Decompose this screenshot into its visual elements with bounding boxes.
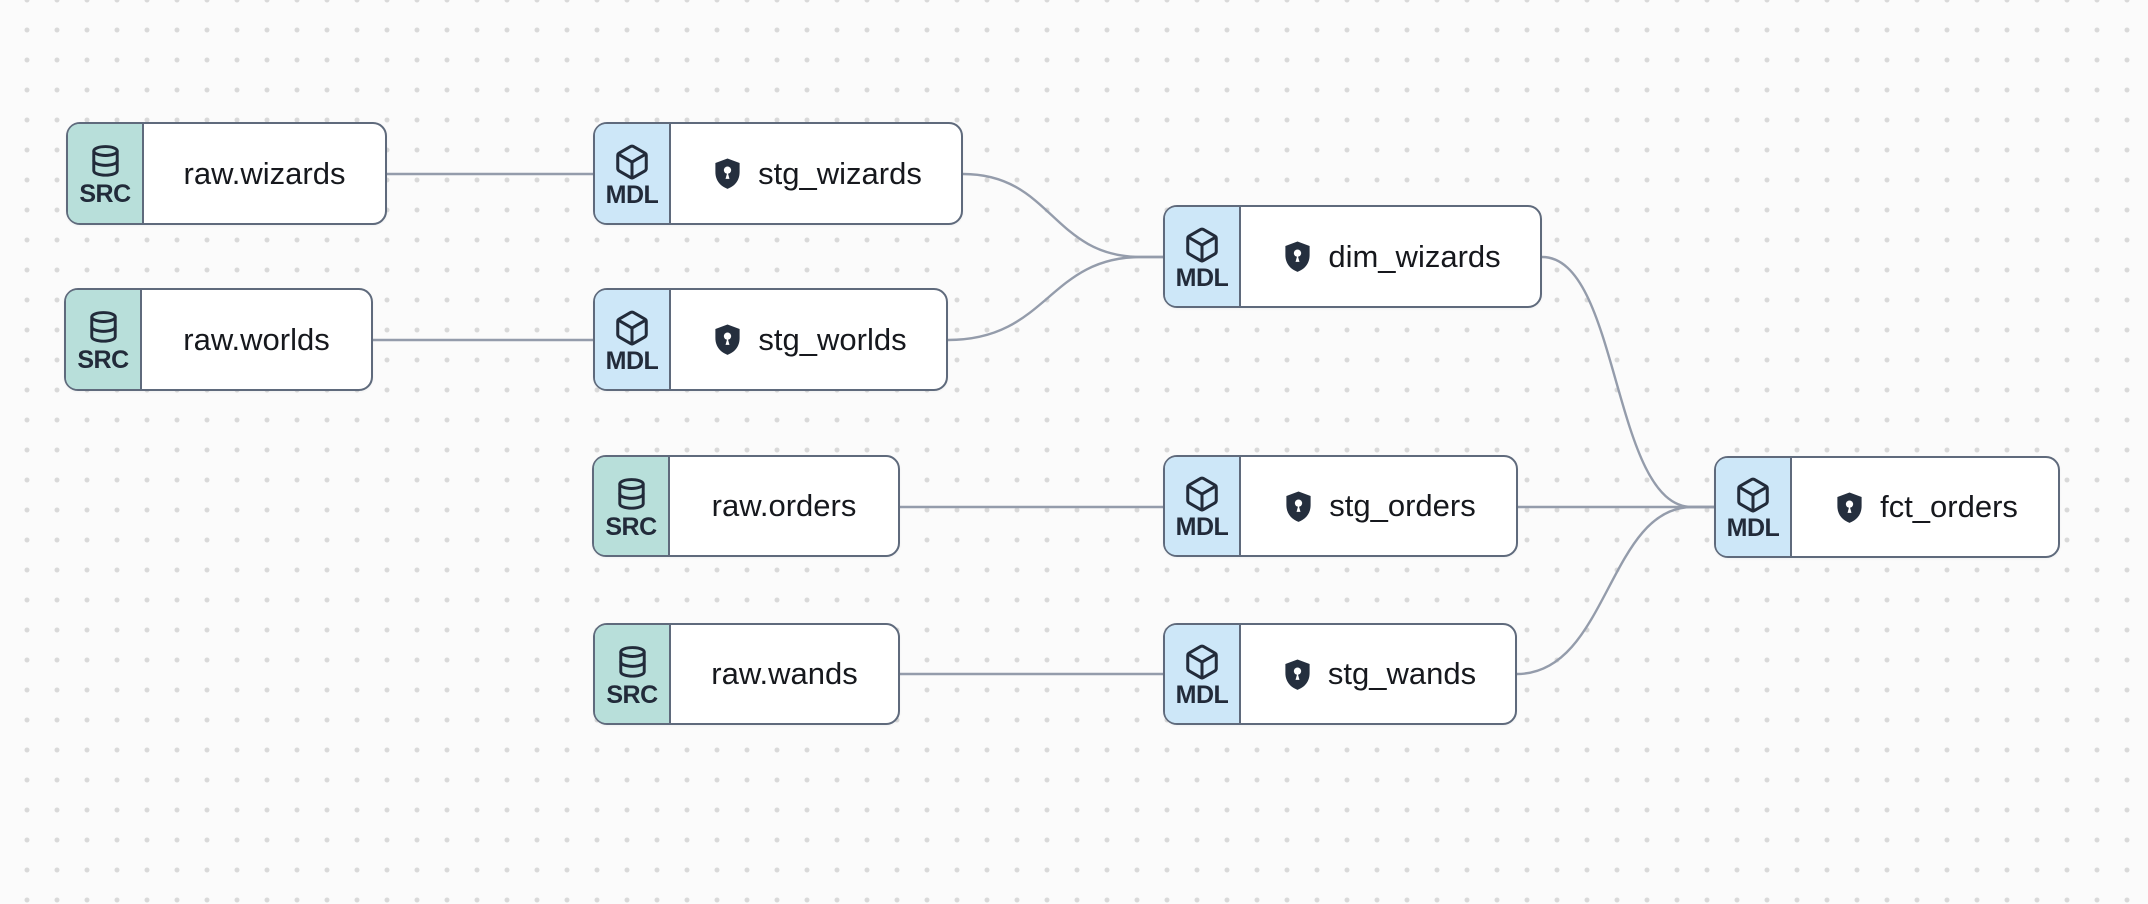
node-body: dim_wizards (1241, 207, 1540, 306)
shield-lock-icon (710, 156, 745, 191)
node-type-badge: SRC (595, 625, 671, 723)
shield-lock-icon (1280, 657, 1315, 692)
database-icon (614, 644, 651, 681)
node-type-badge: MDL (1165, 207, 1241, 306)
node-type-label: SRC (79, 180, 131, 209)
node-type-badge: MDL (595, 124, 671, 223)
node-stg-wizards[interactable]: MDL stg_wizards (593, 122, 963, 225)
node-raw-wizards[interactable]: SRC raw.wizards (66, 122, 387, 225)
shield-lock-icon (710, 322, 745, 357)
cube-icon (1734, 476, 1772, 514)
database-icon (85, 309, 122, 346)
node-type-label: MDL (1175, 681, 1229, 710)
node-body: raw.wands (671, 625, 898, 723)
node-body: fct_orders (1792, 458, 2058, 556)
node-label: stg_wands (1327, 656, 1477, 691)
cube-icon (1183, 475, 1221, 513)
node-raw-wands[interactable]: SRC raw.wands (593, 623, 900, 725)
database-icon (613, 476, 650, 513)
node-label: raw.worlds (183, 321, 330, 357)
node-stg-wands[interactable]: MDL stg_wands (1163, 623, 1517, 725)
node-type-label: SRC (77, 346, 129, 375)
node-type-label: MDL (1175, 263, 1229, 292)
database-icon (87, 143, 124, 180)
node-label: stg_wizards (758, 155, 922, 191)
edge-stg_wands-to-fct_orders (1516, 505, 1714, 676)
node-body: raw.orders (670, 457, 898, 555)
node-type-label: MDL (605, 180, 659, 209)
node-label: fct_orders (1880, 489, 2018, 524)
shield-lock-icon (1280, 239, 1315, 274)
node-body: stg_worlds (671, 290, 946, 389)
cube-icon (1183, 226, 1221, 264)
node-label: raw.wizards (183, 155, 346, 191)
node-type-badge: MDL (1165, 457, 1241, 555)
node-type-badge: SRC (68, 124, 144, 223)
node-label: raw.orders (711, 488, 857, 523)
node-stg-worlds[interactable]: MDL stg_worlds (593, 288, 948, 391)
node-type-label: MDL (605, 346, 659, 375)
node-type-badge: SRC (594, 457, 670, 555)
node-raw-orders[interactable]: SRC raw.orders (592, 455, 900, 557)
node-label: dim_wizards (1328, 238, 1501, 274)
edge-stg_worlds-to-dim_wizards (947, 255, 1163, 342)
edge-dim_wizards-to-fct_orders (1541, 255, 1714, 509)
node-body: raw.worlds (142, 290, 371, 389)
node-body: stg_orders (1241, 457, 1516, 555)
node-raw-worlds[interactable]: SRC raw.worlds (64, 288, 373, 391)
edge-stg_wizards-to-dim_wizards (962, 172, 1163, 259)
node-type-label: SRC (605, 512, 657, 541)
node-type-badge: MDL (1165, 625, 1241, 723)
node-label: stg_orders (1329, 488, 1476, 523)
cube-icon (613, 143, 651, 181)
node-body: raw.wizards (144, 124, 385, 223)
shield-lock-icon (1832, 490, 1867, 525)
node-type-badge: MDL (595, 290, 671, 389)
node-type-badge: MDL (1716, 458, 1792, 556)
node-type-label: MDL (1726, 514, 1780, 543)
shield-lock-icon (1281, 489, 1316, 524)
node-type-label: MDL (1175, 513, 1229, 542)
node-label: raw.wands (711, 656, 858, 691)
node-dim-wizards[interactable]: MDL dim_wizards (1163, 205, 1542, 308)
node-label: stg_worlds (758, 321, 907, 357)
node-body: stg_wands (1241, 625, 1515, 723)
cube-icon (613, 309, 651, 347)
node-body: stg_wizards (671, 124, 961, 223)
node-fct-orders[interactable]: MDL fct_orders (1714, 456, 2060, 558)
node-type-label: SRC (606, 680, 658, 709)
node-type-badge: SRC (66, 290, 142, 389)
cube-icon (1183, 643, 1221, 681)
node-stg-orders[interactable]: MDL stg_orders (1163, 455, 1518, 557)
